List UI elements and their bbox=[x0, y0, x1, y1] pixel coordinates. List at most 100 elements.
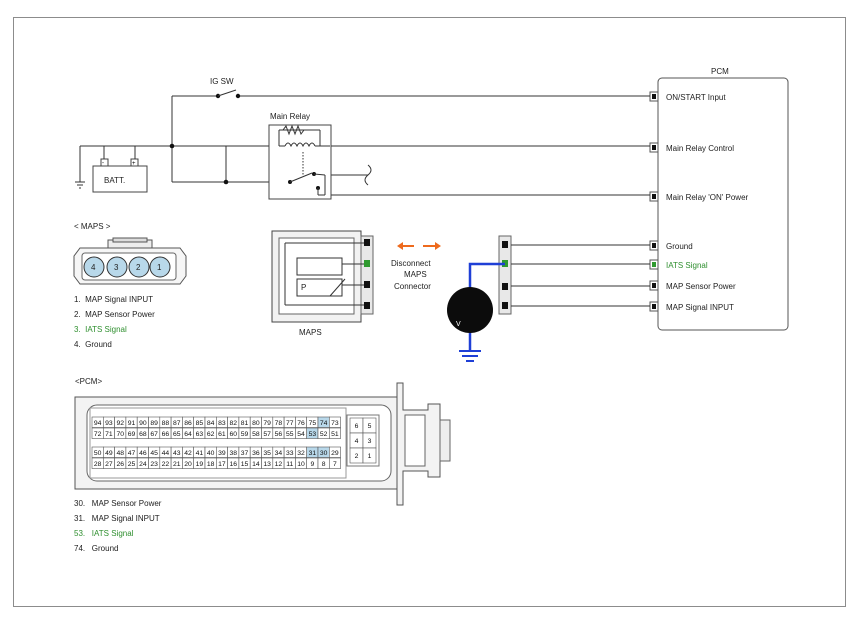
voltmeter: V bbox=[447, 262, 505, 362]
pcm-pin-label: 48 bbox=[116, 450, 124, 457]
pcm-pin-label: 25 bbox=[128, 461, 136, 468]
pcm-pin-label: 56 bbox=[275, 431, 283, 438]
maps-legend-item-iats: 3. IATS Signal bbox=[74, 325, 127, 334]
pcm-pin-label: 7 bbox=[333, 461, 337, 468]
pcm-pin-label: Main Relay 'ON' Power bbox=[666, 193, 749, 202]
pcm-legend: 30. MAP Sensor Power 31. MAP Signal INPU… bbox=[74, 499, 161, 559]
pcm-pin-label: 77 bbox=[286, 420, 294, 427]
battery: - + BATT. bbox=[92, 146, 148, 193]
maps-box-label: MAPS bbox=[299, 328, 322, 337]
pcm-pin-label: 44 bbox=[162, 450, 170, 457]
disconnect-line3: Connector bbox=[394, 282, 431, 291]
power-wiring bbox=[75, 95, 650, 196]
svg-text:-: - bbox=[102, 161, 104, 167]
pcm-pin-label: 73 bbox=[331, 420, 339, 427]
disconnect-line1: Disconnect bbox=[391, 259, 431, 268]
voltmeter-label: V bbox=[456, 321, 461, 328]
pcm-pin-label: 68 bbox=[139, 431, 147, 438]
pcm-pin-label: 24 bbox=[139, 461, 147, 468]
pcm-small-pin-cell bbox=[362, 447, 377, 464]
pcm-pin-label: 38 bbox=[229, 450, 237, 457]
pcm-legend-item: 31. MAP Signal INPUT bbox=[74, 514, 160, 523]
pcm-pin-label: 81 bbox=[241, 420, 249, 427]
main-relay-label: Main Relay bbox=[270, 112, 310, 121]
maps-sensor: P MAPS bbox=[271, 230, 374, 337]
pcm-pin-label: 69 bbox=[128, 431, 136, 438]
pcm-pin-label: 50 bbox=[94, 450, 102, 457]
maps-pin-1: 1 bbox=[157, 263, 162, 272]
ignition-switch: IG SW bbox=[210, 77, 241, 99]
ig-sw-label: IG SW bbox=[210, 77, 234, 86]
pcm-pin-label: 90 bbox=[139, 420, 147, 427]
pcm-pin-label: 83 bbox=[218, 420, 226, 427]
pcm-pin-label: 92 bbox=[116, 420, 124, 427]
pcm-pin-label: 22 bbox=[162, 461, 170, 468]
maps-legend-item: 2. MAP Sensor Power bbox=[74, 310, 155, 319]
pcm-pin-label: 36 bbox=[252, 450, 260, 457]
pcm-pin-label: 79 bbox=[263, 420, 271, 427]
pcm-pin-label: 82 bbox=[229, 420, 237, 427]
pcm-pin-label: 60 bbox=[229, 431, 237, 438]
pcm-pin-label: 9 bbox=[310, 461, 314, 468]
pcm-pin-label: 55 bbox=[286, 431, 294, 438]
pcm-legend-item-iats: 53. IATS Signal bbox=[74, 529, 134, 538]
pcm-pin-label: ON/START Input bbox=[666, 93, 726, 102]
maps-p-label: P bbox=[301, 283, 306, 292]
pcm-box: PCM ON/START Input Main Relay Control Ma… bbox=[649, 67, 789, 331]
pcm-pin-label: 59 bbox=[241, 431, 249, 438]
pcm-pin-label: 84 bbox=[207, 420, 215, 427]
maps-legend-item: 4. Ground bbox=[74, 340, 112, 349]
pcm-pin-label: 49 bbox=[105, 450, 113, 457]
pcm-connector-title: <PCM> bbox=[75, 377, 102, 386]
pcm-pin-label: MAP Sensor Power bbox=[666, 282, 736, 291]
maps-pin-2: 2 bbox=[136, 263, 141, 272]
pcm-pin-label: 75 bbox=[309, 420, 317, 427]
pcm-pin-label: 70 bbox=[116, 431, 124, 438]
pcm-pin-label: 32 bbox=[297, 450, 305, 457]
harness-connector bbox=[498, 235, 650, 315]
disconnect-arrows bbox=[397, 242, 441, 250]
pcm-pin-label: 20 bbox=[184, 461, 192, 468]
pcm-pin-label: 54 bbox=[297, 431, 305, 438]
pcm-pin-label: 17 bbox=[218, 461, 226, 468]
pcm-pin-label: 45 bbox=[150, 450, 158, 457]
pcm-pin-label: 94 bbox=[94, 420, 102, 427]
pcm-pin-label: 40 bbox=[207, 450, 215, 457]
main-relay: Main Relay bbox=[268, 112, 332, 200]
maps-pin-3: 3 bbox=[114, 263, 119, 272]
pcm-pin-cell bbox=[328, 446, 341, 458]
pcm-pin-label: 37 bbox=[241, 450, 249, 457]
pcm-pin-label: 12 bbox=[275, 461, 283, 468]
pcm-small-pin-label: 3 bbox=[368, 438, 372, 445]
pcm-pin-label: Ground bbox=[666, 242, 693, 251]
battery-label: BATT. bbox=[104, 176, 125, 185]
pcm-small-pin-label: 4 bbox=[355, 438, 359, 445]
pcm-pin-label: 31 bbox=[309, 450, 317, 457]
pcm-pin-label: 85 bbox=[196, 420, 204, 427]
pcm-pin-label: 10 bbox=[297, 461, 305, 468]
pcm-pin-label: MAP Signal INPUT bbox=[666, 303, 734, 312]
pcm-pin-label: 52 bbox=[320, 431, 328, 438]
pcm-pin-label: 74 bbox=[320, 420, 328, 427]
pcm-pin-label: 65 bbox=[173, 431, 181, 438]
pcm-pin-label: 61 bbox=[218, 431, 226, 438]
pcm-pin-label: 28 bbox=[94, 461, 102, 468]
pcm-pin-label: 72 bbox=[94, 431, 102, 438]
pcm-pin-label: Main Relay Control bbox=[666, 144, 734, 153]
pcm-pin-label: 29 bbox=[331, 450, 339, 457]
pcm-pin-label: 39 bbox=[218, 450, 226, 457]
pcm-pin-label: 42 bbox=[184, 450, 192, 457]
maps-legend-item: 1. MAP Signal INPUT bbox=[74, 295, 153, 304]
pcm-pin-label: 19 bbox=[196, 461, 204, 468]
pcm-pin-label: 53 bbox=[309, 431, 317, 438]
pcm-pin-label: 78 bbox=[275, 420, 283, 427]
pcm-legend-item: 74. Ground bbox=[74, 544, 119, 553]
pcm-pin-cell bbox=[328, 416, 341, 428]
pcm-pin-label: 93 bbox=[105, 420, 113, 427]
pcm-pin-label: 13 bbox=[263, 461, 271, 468]
pcm-pin-label: 23 bbox=[150, 461, 158, 468]
pcm-small-pin-label: 6 bbox=[355, 423, 359, 430]
